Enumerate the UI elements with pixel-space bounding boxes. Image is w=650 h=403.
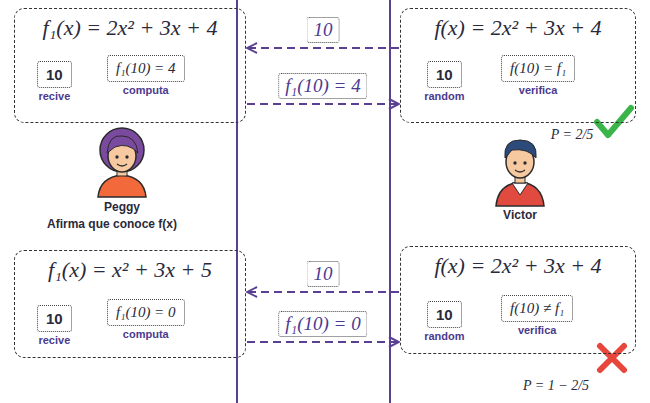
value-text: 10 <box>46 310 63 327</box>
value-text: 10 <box>436 306 453 323</box>
victor-avatar <box>496 140 544 206</box>
value-box: f(10) ≠ f₁verifica <box>501 295 573 322</box>
caption-note: Afirma que conoce f(x) <box>47 217 177 231</box>
polynomial: f(x) = 2x² + 3x + 4 <box>401 15 635 41</box>
message-label-box: f₁(10) = 0 <box>278 311 367 337</box>
message-label-box: 10 <box>307 17 340 43</box>
peggy-avatar <box>98 128 146 197</box>
value-box: f₁(10) = 4computa <box>107 55 185 82</box>
step-label: recive <box>38 334 70 346</box>
value-text: f(10) ≠ f₁ <box>510 300 564 317</box>
party-box: f₁(x) = 2x² + 3x + 410recivef₁(10) = 4co… <box>14 8 246 123</box>
message-arrow <box>247 291 399 293</box>
probability: P = 2/5 <box>551 127 594 143</box>
eye <box>125 155 128 158</box>
polynomial: f₁(x) = x² + 3x + 5 <box>15 257 245 283</box>
check-mark <box>597 108 631 135</box>
party-box: f(x) = 2x² + 3x + 410randomf(10) ≠ f₁ver… <box>400 246 636 354</box>
smile <box>117 164 127 166</box>
value-box: f(10) = f₁verifica <box>501 55 575 82</box>
value-box: 10random <box>427 301 462 328</box>
collar <box>512 183 528 195</box>
value-text: 10 <box>46 66 63 83</box>
value-box: 10random <box>427 61 462 88</box>
hair <box>505 140 536 158</box>
person-name: Peggy <box>104 200 140 214</box>
eye <box>523 161 526 164</box>
value-box: 10recive <box>37 61 72 88</box>
value-text: f₁(10) = 0 <box>116 304 176 321</box>
probability: P = 1 − 2/5 <box>523 378 589 394</box>
message-label: f₁(10) = 0 <box>285 313 360 334</box>
step-label: verifica <box>519 84 558 96</box>
message-arrow <box>247 103 399 105</box>
shirt <box>98 175 146 197</box>
message-label: 10 <box>314 19 333 40</box>
timeline-line <box>236 0 238 403</box>
shirt <box>496 182 544 206</box>
step-label: random <box>424 330 464 342</box>
value-text: f₁(10) = 4 <box>116 60 176 77</box>
value-text: 10 <box>436 66 453 83</box>
message-label-box: f₁(10) = 4 <box>278 73 367 99</box>
smile <box>515 170 525 172</box>
bangs <box>107 136 138 153</box>
cross-mark <box>600 346 624 370</box>
step-label: verifica <box>518 324 557 336</box>
polynomial: f₁(x) = 2x² + 3x + 4 <box>15 15 245 41</box>
message-label-box: 10 <box>307 261 340 287</box>
polynomial: f(x) = 2x² + 3x + 4 <box>401 253 635 279</box>
value-box: f₁(10) = 0computa <box>107 299 185 326</box>
message-arrow <box>247 341 399 343</box>
party-box: f₁(x) = x² + 3x + 510recivef₁(10) = 0com… <box>14 250 246 358</box>
step-label: computa <box>123 84 169 96</box>
eye <box>115 155 118 158</box>
step-label: computa <box>123 328 169 340</box>
message-label: 10 <box>314 263 333 284</box>
step-label: recive <box>38 90 70 102</box>
message-arrow <box>247 47 399 49</box>
value-box: 10recive <box>37 305 72 332</box>
eye <box>513 161 516 164</box>
value-text: f(10) = f₁ <box>510 60 566 77</box>
message-label: f₁(10) = 4 <box>285 75 360 96</box>
person-name: Victor <box>503 208 537 222</box>
step-label: random <box>424 90 464 102</box>
party-box: f(x) = 2x² + 3x + 410randomf(10) = f₁ver… <box>400 8 636 123</box>
hair <box>100 128 144 172</box>
